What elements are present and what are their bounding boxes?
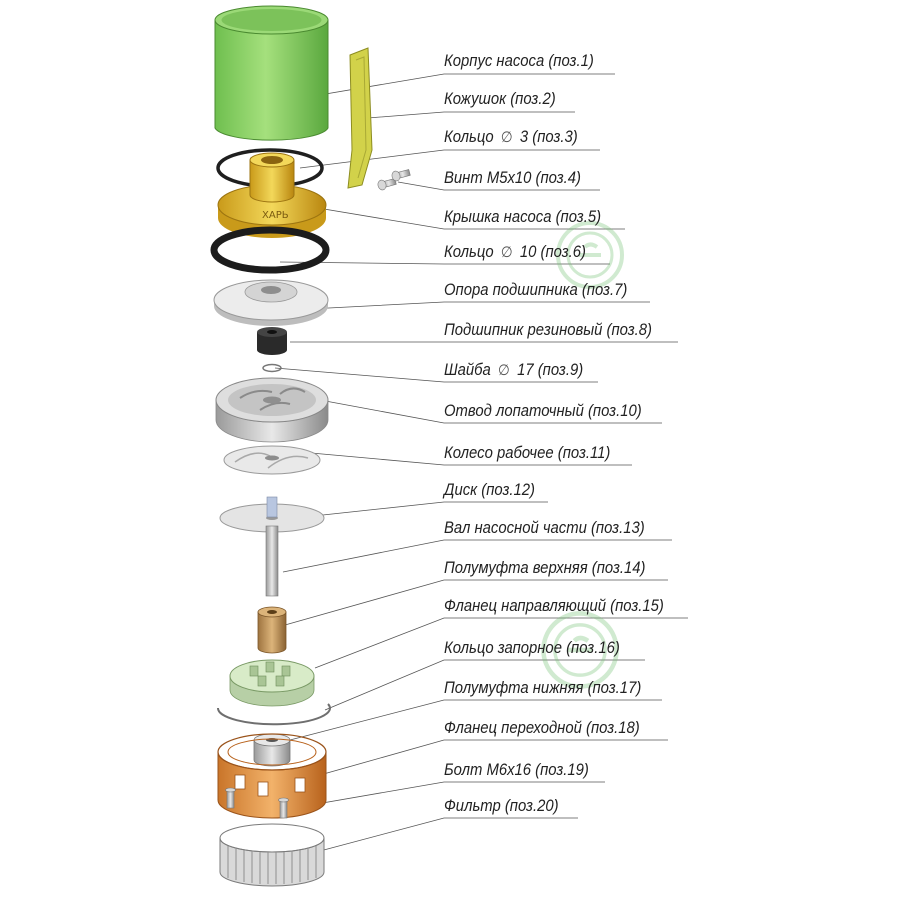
leader-17 (289, 699, 662, 741)
leader-20 (304, 817, 578, 856)
label-adapter-flange: Фланец переходной (поз.18) (444, 719, 640, 737)
label-coupling-upper: Полумуфта верхняя (поз.14) (444, 559, 646, 577)
label-coupling-lower: Полумуфта нижняя (поз.17) (444, 679, 642, 697)
leader-16 (324, 659, 645, 711)
label-rubber-bearing: Подшипник резиновый (поз.8) (444, 321, 653, 339)
label-oring-3-name: Кольцо (444, 128, 494, 146)
part-impeller (223, 445, 321, 475)
part-cover: ХАРЬ (217, 152, 327, 238)
part-screws (377, 169, 411, 191)
label-oring-10: Кольцо ∅ 10 (поз.6) (444, 241, 586, 263)
watermark-logo-icon (541, 611, 619, 689)
leader-6 (279, 261, 610, 265)
leader-3 (299, 149, 600, 169)
leader-18 (319, 739, 668, 776)
part-bolts (225, 787, 289, 819)
leader-9 (274, 367, 598, 383)
part-diffuser (215, 377, 329, 443)
label-shaft: Вал насосной части (поз.13) (444, 519, 645, 537)
label-screw: Винт М5х10 (поз.4) (444, 169, 581, 187)
leader-10 (319, 399, 662, 424)
label-washer-name: Шайба (444, 361, 491, 379)
part-bearing-support (213, 279, 329, 326)
diameter-symbol: ∅ (498, 362, 510, 379)
leader-15 (314, 617, 688, 669)
label-oring-3: Кольцо ∅ 3 (поз.3) (444, 126, 578, 148)
watermark-logo-icon (556, 221, 624, 289)
label-guide-flange: Фланец направляющий (поз.15) (444, 597, 664, 615)
leader-14 (284, 579, 668, 626)
leader-7 (289, 301, 650, 311)
part-washer (262, 363, 282, 373)
label-oring-3-size: 3 (поз.3) (519, 128, 578, 146)
leader-19 (281, 781, 605, 811)
leader-13 (282, 539, 672, 573)
part-coupling-upper (257, 606, 287, 654)
leader-4 (397, 181, 600, 191)
part-shaft (265, 496, 279, 597)
label-cover: Крышка насоса (поз.5) (444, 208, 602, 226)
diameter-symbol: ∅ (500, 129, 513, 146)
part-oring-10 (210, 226, 330, 274)
part-housing (214, 5, 329, 141)
part-filter (219, 823, 325, 887)
part-retaining-ring (216, 703, 331, 726)
leader-5 (299, 204, 625, 230)
label-disk: Диск (поз.12) (444, 481, 535, 499)
label-diffuser: Отвод лопаточный (поз.10) (444, 402, 642, 420)
part-rubber-bearing (257, 327, 287, 355)
part-guide-flange (229, 659, 315, 707)
label-bearing-support: Опора подшипника (поз.7) (444, 281, 628, 299)
label-oring-10-name: Кольцо (444, 243, 494, 261)
part-adapter-flange (217, 733, 327, 819)
leader-2 (367, 111, 575, 119)
label-washer-size: 17 (поз.9) (517, 361, 584, 379)
label-retaining-ring: Кольцо запорное (поз.16) (444, 639, 620, 657)
label-housing: Корпус насоса (поз.1) (444, 52, 594, 70)
part-sheath (347, 47, 373, 189)
leader-11 (299, 451, 632, 466)
label-filter: Фильтр (поз.20) (444, 797, 559, 815)
label-oring-10-size: 10 (поз.6) (519, 243, 586, 261)
cover-engraving: ХАРЬ (262, 210, 289, 221)
label-bolt: Болт М6х16 (поз.19) (444, 761, 589, 779)
leader-1 (289, 73, 615, 101)
leader-lines (274, 73, 688, 856)
diameter-symbol: ∅ (500, 244, 513, 261)
label-washer: Шайба ∅ 17 (поз.9) (444, 359, 583, 381)
label-sheath: Кожушок (поз.2) (444, 90, 556, 108)
label-impeller: Колесо рабочее (поз.11) (444, 444, 611, 462)
leader-12 (294, 501, 548, 519)
